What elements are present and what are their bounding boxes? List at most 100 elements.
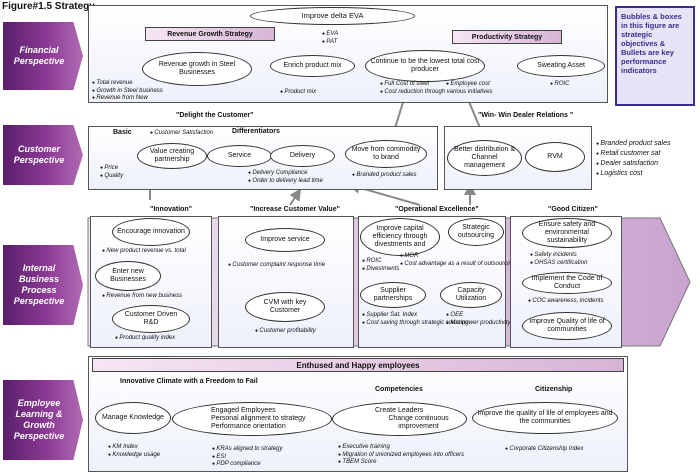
basic-label: Basic [113,129,132,136]
kpi-item: Revenue from New [92,95,163,103]
customer-value-theme: "Increase Customer Value" [250,206,340,213]
kpi-encourage: New product revenue vs. total [102,248,185,256]
kpi-dealer: Branded product sales Retail customer sa… [596,139,670,179]
innovation-theme: "Innovation" [150,206,193,213]
value-partnership-bubble: Value creating partnership [137,143,207,169]
encourage-innovation-bubble: Encourage innovation [112,218,190,246]
kpi-item: Migration of unionized employees into of… [338,452,464,460]
kpi-item: Price [100,165,123,173]
delivery-bubble: Delivery [270,145,335,167]
delight-customer-theme: "Delight the Customer" [176,112,254,119]
kpi-item: Customer complaint response time [228,262,325,270]
kpi-basic: Price Quality [100,165,123,180]
kpi-item: Customer profitability [255,328,315,336]
kpi-item: Branded product sales [352,172,416,180]
kpi-roic: ROIC [550,81,569,89]
internal-perspective-label: Internal Business Process Perspective [3,245,83,325]
kpi-item: Dealer satisfaction [596,159,670,169]
sweating-asset-bubble: Sweating Asset [517,55,605,77]
learning-perspective-label: Employee Learning & Growth Perspective [3,380,83,460]
leaders-item: Change continuous improvement [388,415,449,430]
enter-new-businesses-bubble: Enter new Businesses [95,261,161,291]
kpi-item: Total revenue [92,80,163,88]
rvm-bubble: RVM [525,142,585,172]
kpi-item: Order to delivery lead time [248,178,322,186]
kpi-cost: Full Cost of steel Cost reduction throug… [380,81,492,96]
kpi-item: Cost reduction through various initiativ… [380,89,492,97]
cvm-bubble: CVM with key Customer [245,292,325,322]
enrich-product-mix-bubble: Enrich product mix [270,55,355,77]
kpi-item: Manpower productivity [446,320,510,328]
improve-eva-bubble: Improve delta EVA [250,7,415,25]
customer-rd-bubble: Customer Driven R&D [112,305,190,333]
kpi-item: KRAs aligned to strategy [212,446,282,454]
kpi-item: Retail customer sat [596,149,670,159]
kpi-leaders: Executive training Migration of unionize… [338,444,464,467]
kpi-employee-cost: Employee cost [446,81,489,89]
kpi-capacity: OEE Manpower productivity [446,312,510,327]
kpi-item: Growth in Steel business [92,88,162,96]
kpi-conduct: COC awareness, incidents [528,298,603,306]
climate-label: Innovative Climate with a Freedom to Fai… [120,378,258,385]
kpi-safety: Safety incidents OHSAS certification [530,252,587,267]
engaged-item: Personal alignment to strategy [211,415,306,422]
kpi-item: Knowledge usage [108,452,160,460]
commodity-to-brand-bubble: Move from commodity to brand [345,140,427,168]
figure-title: Figure#1.5 Strategy [2,1,95,12]
strategic-outsourcing-bubble: Strategic outsourcing [448,218,504,246]
quality-of-life-bubble: Improve the quality of life of employees… [472,402,618,434]
kpi-outsourcing: MOR Cost advantage as a result of outsou… [400,253,515,268]
kpi-item: Delivery Compliance [248,170,323,178]
community-bubble: Improve Quality of life of communities [522,312,612,340]
kpi-item: Cost saving through strategic sourcing [362,320,468,328]
kpi-item: Logistics cost [596,169,670,179]
kpi-item: Supplier Sat. Index [362,312,468,320]
good-citizen-theme: "Good Citizen" [548,206,598,213]
manage-knowledge-bubble: Manage Knowledge [95,402,171,434]
kpi-eva: EVA PAT [322,31,338,46]
kpi-engaged: KRAs aligned to strategy ESI PDP complia… [212,446,282,469]
engaged-item: Engaged Employees [211,407,276,414]
kpi-item: New product revenue vs. total [102,248,185,256]
kpi-item: MOR [400,253,515,261]
kpi-item: COC awareness, incidents [528,298,603,306]
kpi-item: OEE [446,312,510,320]
kpi-brand: Branded product sales [352,172,416,180]
safety-bubble: Ensure safety and environmental sustaina… [522,218,612,248]
citizenship-label: Citizenship [535,386,573,393]
kpi-item: KM Index [108,444,160,452]
kpi-product-mix: Product mix [280,89,316,97]
kpi-enter: Revenue from new business [102,293,182,301]
kpi-supplier: Supplier Sat. Index Cost saving through … [362,312,468,327]
improve-service-bubble: Improve service [245,228,325,252]
legend-note: Bubbles & boxes in this figure are strat… [615,6,695,106]
enthused-employees-banner: Enthused and Happy employees [92,358,624,372]
capital-efficiency-bubble: Improve capital efficiency through dives… [360,218,440,256]
revenue-growth-strategy-box: Revenue Growth Strategy [145,27,275,41]
kpi-cvm: Customer profitability [255,328,315,336]
kpi-satisfaction: Customer Satisfaction [150,130,213,138]
service-bubble: Service [207,145,272,167]
kpi-item: Customer Satisfaction [150,130,213,138]
kpi-item: Product quality index [115,335,175,343]
kpi-item: ROIC [550,81,569,89]
kpi-item: TBEM Score [338,459,464,467]
kpi-rd: Product quality index [115,335,175,343]
operational-excellence-theme: "Operational Excellence" [395,206,479,213]
kpi-capital: ROIC Divestments [362,258,399,273]
kpi-item: Branded product sales [596,139,670,149]
kpi-item: PAT [322,39,338,47]
dealer-relations-theme: "Win- Win Dealer Relations " [478,112,574,119]
distribution-bubble: Better distribution & Channel management [447,140,522,176]
kpi-item: Safety incidents [530,252,587,260]
kpi-item: Revenue from new business [102,293,182,301]
engaged-employees-bubble: Engaged Employees Personal alignment to … [172,402,332,436]
kpi-item: Full Cost of steel [380,81,492,89]
code-of-conduct-bubble: Implement the Code of Conduct [522,272,612,294]
kpi-item: Corporate Citizenship Index [505,446,583,454]
kpi-delivery: Delivery Compliance Order to delivery le… [248,170,323,186]
kpi-service: Customer complaint response time [228,262,325,270]
leaders-item: Create Leaders [375,407,424,414]
kpi-item: Executive training [338,444,464,452]
competencies-label: Competencies [375,386,423,393]
